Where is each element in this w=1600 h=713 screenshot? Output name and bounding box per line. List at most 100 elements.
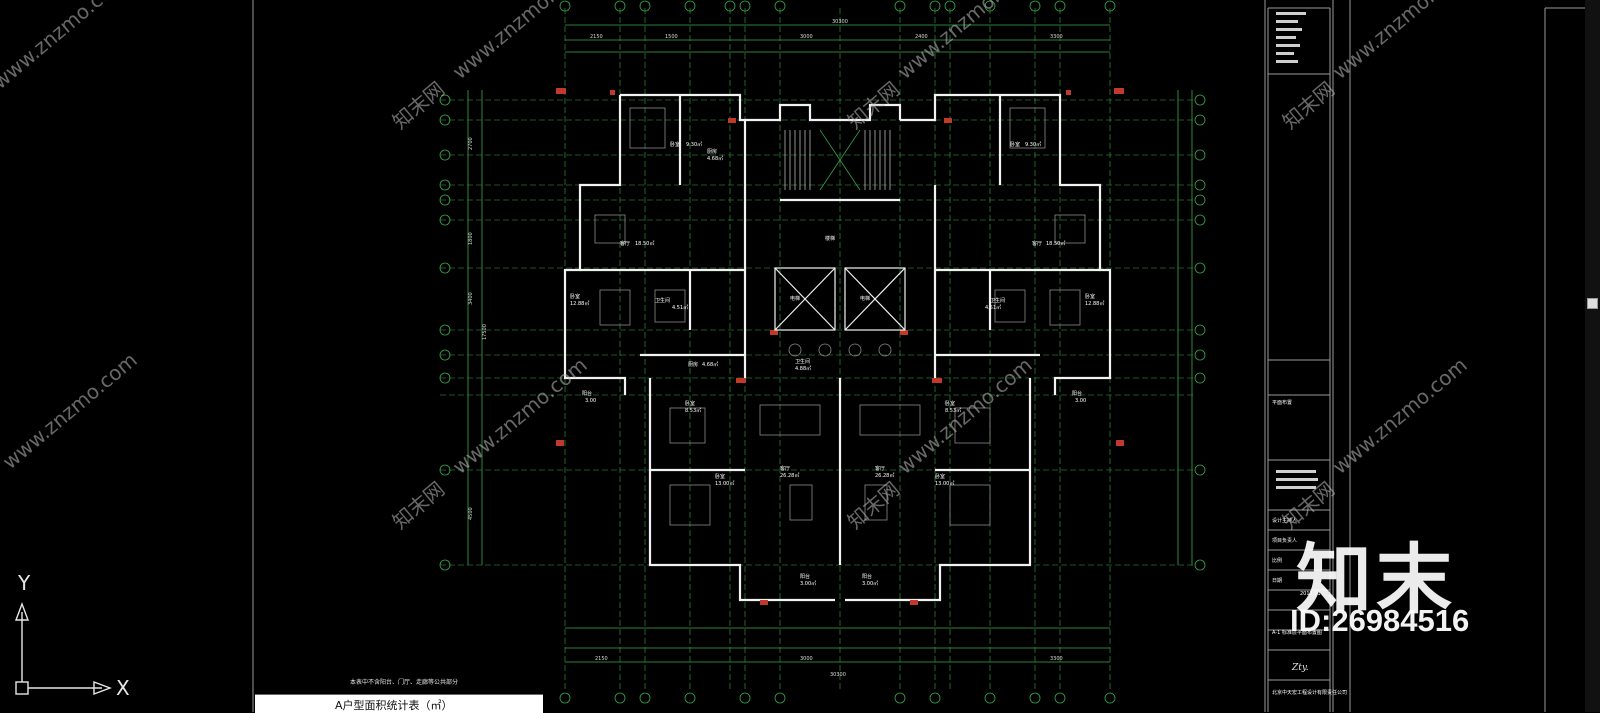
axis-bubbles bbox=[439, 0, 1206, 704]
room-living-br: 客厅 bbox=[875, 465, 885, 472]
watermark-site-1: www.znzmo.com bbox=[0, 0, 132, 94]
area-table-title: A户型面积统计表（㎡） bbox=[335, 699, 453, 712]
room-area-bed-cl: 8.53㎡ bbox=[685, 407, 701, 414]
watermark-site-cn-1: 知末网 bbox=[388, 77, 449, 134]
axis-grid bbox=[440, 8, 1195, 690]
dim-seg-2: 1500 bbox=[665, 34, 678, 40]
room-area-bed-ml: 12.88㎡ bbox=[570, 300, 589, 307]
dim-seg-5: 3300 bbox=[1050, 34, 1063, 40]
title-company-logo: Zty. bbox=[1291, 663, 1309, 673]
dimension-lines bbox=[467, 24, 1193, 663]
room-area-bed-bl: 13.00㎡ bbox=[715, 480, 734, 487]
title-scale: 比例 bbox=[1272, 557, 1282, 564]
vertical-scrollbar[interactable] bbox=[1585, 0, 1600, 712]
watermark-id: ID:26984516 bbox=[1290, 603, 1470, 638]
room-stair: 楼梯 bbox=[825, 235, 835, 242]
title-block bbox=[1267, 7, 1331, 712]
elevator-shafts bbox=[774, 267, 906, 331]
dim-side-4: 4500 bbox=[468, 507, 474, 520]
room-area-kitchen-tl: 4.68㎡ bbox=[707, 155, 723, 162]
room-area-bed-br: 13.00㎡ bbox=[935, 480, 954, 487]
room-bath-l: 卫生间 bbox=[655, 297, 670, 304]
title-reviewer: 项目负责人 bbox=[1272, 537, 1297, 544]
room-kitchen-c: 厨房 bbox=[688, 361, 698, 368]
room-area-living-r: 18.50㎡ bbox=[1046, 240, 1065, 247]
stair bbox=[784, 129, 891, 191]
room-area-bath-l: 4.51㎡ bbox=[672, 304, 688, 311]
room-bedroom-mr: 卧室 bbox=[1085, 293, 1095, 300]
watermark-site-4: www.znzmo.com bbox=[1328, 0, 1472, 84]
room-living-r: 客厅 bbox=[1032, 240, 1042, 247]
room-bath-r: 卫生间 bbox=[990, 297, 1005, 304]
watermark-site-5: www.znzmo.com bbox=[0, 348, 142, 474]
room-area-balcony-bl: 3.00㎡ bbox=[800, 580, 816, 587]
room-living-l: 客厅 bbox=[620, 240, 630, 247]
dim-bottom-seg-1: 2150 bbox=[595, 656, 608, 662]
room-area-living-br: 26.28㎡ bbox=[875, 472, 894, 479]
room-area-bed-tr: 9.30㎡ bbox=[1025, 141, 1041, 148]
room-balcony-br: 阳台 bbox=[862, 573, 872, 580]
watermark-site-6: www.znzmo.com bbox=[448, 353, 592, 479]
dim-seg-1: 2150 bbox=[590, 34, 603, 40]
room-kitchen-tl: 厨房 bbox=[707, 148, 717, 155]
room-bedroom-tr: 卧室 bbox=[1010, 141, 1020, 148]
room-bedroom-tl: 卧室 bbox=[670, 141, 680, 148]
dim-seg-3: 3000 bbox=[800, 34, 813, 40]
room-area-bath-r: 4.51㎡ bbox=[985, 304, 1001, 311]
title-designer: 设计主持人 bbox=[1272, 517, 1297, 524]
room-bedroom-bl: 卧室 bbox=[715, 473, 725, 480]
room-area-bed-cr: 8.53㎡ bbox=[945, 407, 961, 414]
ucs-x-label: X bbox=[116, 676, 130, 700]
ucs-icon bbox=[14, 602, 112, 696]
room-bedroom-cr: 卧室 bbox=[945, 400, 955, 407]
watermark-site-cn-4: 知末网 bbox=[388, 477, 449, 534]
room-bedroom-cl: 卧室 bbox=[685, 400, 695, 407]
dim-side-2: 1800 bbox=[468, 232, 474, 245]
room-elevator-2: 电梯 bbox=[860, 295, 870, 302]
walls bbox=[563, 93, 1112, 602]
room-balcony-r: 阳台 bbox=[1072, 390, 1082, 397]
dim-seg-4: 2400 bbox=[915, 34, 928, 40]
dim-top-total: 30300 bbox=[832, 19, 848, 25]
room-area-bath-c: 4.88㎡ bbox=[795, 365, 811, 372]
room-balcony-bl: 阳台 bbox=[800, 573, 810, 580]
title-block-marks bbox=[1276, 12, 1318, 489]
room-balcony-l: 阳台 bbox=[582, 390, 592, 397]
watermark-site-8: www.znzmo.com bbox=[1328, 353, 1472, 479]
room-area-balcony-br: 3.00㎡ bbox=[862, 580, 878, 587]
room-area-balcony-l: 3.00 bbox=[585, 398, 596, 404]
dim-side-3: 3400 bbox=[468, 292, 474, 305]
room-bedroom-ml: 卧室 bbox=[570, 293, 580, 300]
ucs-y-label: Y bbox=[17, 571, 31, 595]
room-area-kitchen-c: 4.68㎡ bbox=[702, 361, 718, 368]
columns bbox=[556, 88, 1124, 605]
watermark-site-cn-5: 知末网 bbox=[843, 477, 904, 534]
watermark-logo: 知末 bbox=[1296, 535, 1456, 624]
title-sheet: A-1 标准层平面布置图 bbox=[1272, 629, 1322, 636]
room-bath-c: 卫生间 bbox=[795, 358, 810, 365]
watermark-site-3: www.znzmo.com bbox=[893, 0, 1037, 84]
room-area-bed-tl: 9.30㎡ bbox=[686, 141, 702, 148]
title-company: 北京中天宏工程设计有限责任公司 bbox=[1272, 689, 1347, 696]
room-living-bl: 客厅 bbox=[780, 465, 790, 472]
room-bedroom-br: 卧室 bbox=[935, 473, 945, 480]
dim-left-total: 17500 bbox=[482, 324, 488, 340]
room-area-bed-mr: 12.88㎡ bbox=[1085, 300, 1104, 307]
watermark-texts: www.znzmo.com 知末网 www.znzmo.com 知末网 www.… bbox=[0, 0, 1472, 534]
title-date: 日期 bbox=[1272, 578, 1282, 584]
room-area-living-l: 18.50㎡ bbox=[635, 240, 654, 247]
dim-bottom-seg-5: 3300 bbox=[1050, 656, 1063, 662]
sheet-frame bbox=[252, 0, 1585, 712]
dim-bottom-seg-3: 3000 bbox=[800, 656, 813, 662]
plan-note: 本表中不含阳台、门厅、走廊等公共部分 bbox=[350, 678, 458, 686]
room-area-living-bl: 26.28㎡ bbox=[780, 472, 799, 479]
title-year: 2012.01 bbox=[1300, 591, 1321, 597]
area-table bbox=[255, 694, 543, 713]
room-area-balcony-r: 3.00 bbox=[1075, 398, 1086, 404]
furniture bbox=[594, 107, 1086, 526]
dim-side-1: 2700 bbox=[468, 137, 474, 150]
title-drawing-name: 平面布置 bbox=[1272, 399, 1292, 406]
watermark-site-2: www.znzmo.com bbox=[448, 0, 592, 84]
scrollbar-thumb[interactable] bbox=[1587, 298, 1598, 309]
